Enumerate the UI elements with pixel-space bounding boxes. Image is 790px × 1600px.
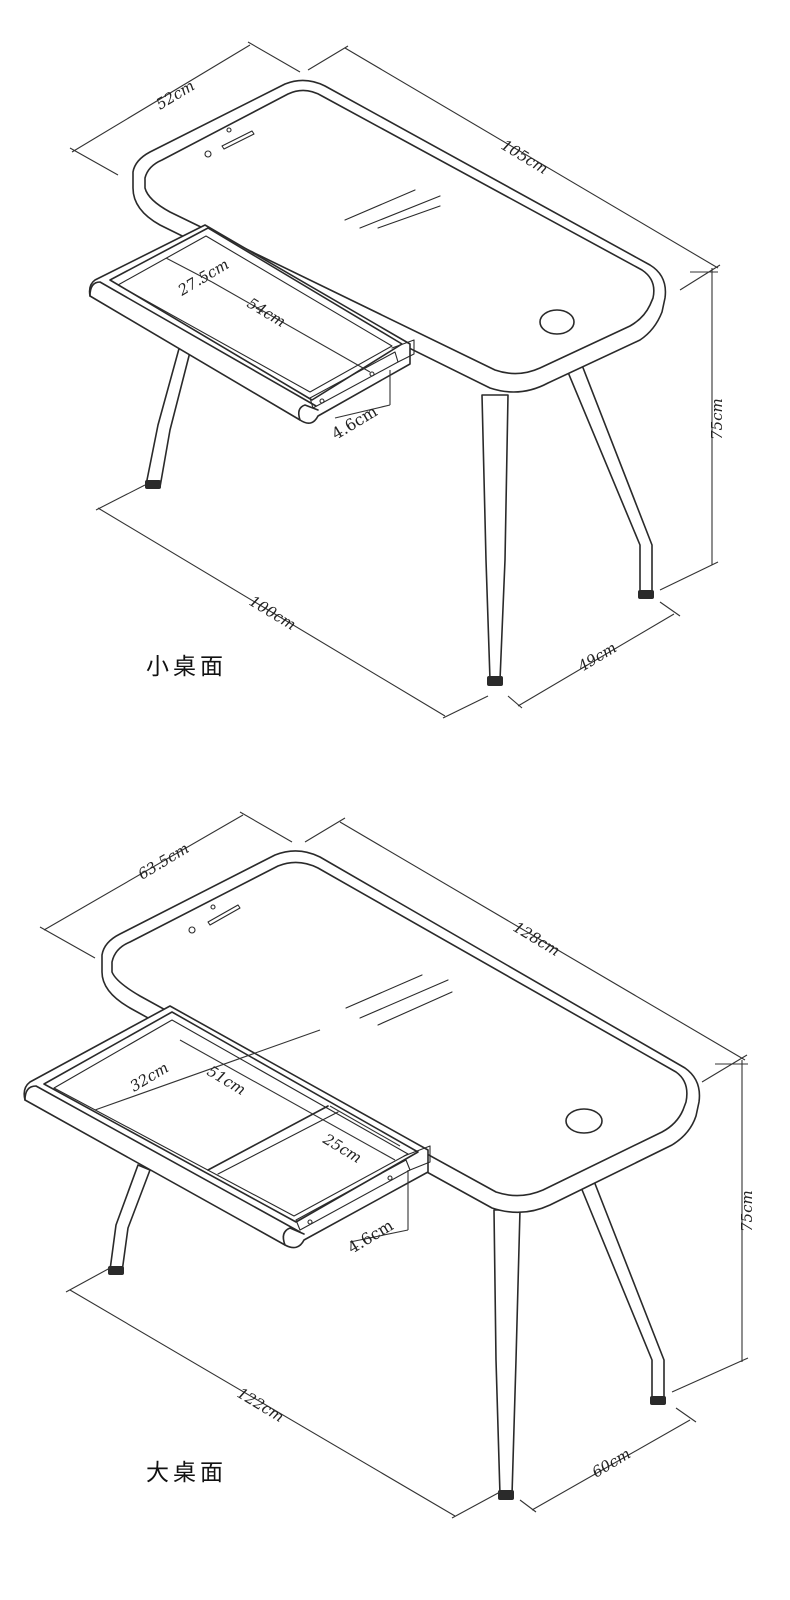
small-depth-label: 52cm — [153, 77, 198, 114]
large-length-label: 128cm — [510, 918, 563, 960]
small-desk-drawer — [88, 224, 415, 424]
large-desk-drawer — [23, 1005, 431, 1249]
small-base-depth-label: 49cm — [574, 639, 620, 676]
small-desk-legs — [145, 344, 654, 686]
large-desk-dimensions — [39, 811, 749, 1519]
large-base-length-label: 122cm — [234, 1384, 287, 1426]
small-desk-dimensions — [69, 41, 721, 719]
large-depth-label: 63.5cm — [135, 839, 192, 883]
small-base-length-label: 100cm — [246, 592, 299, 634]
large-desk-legs — [108, 1164, 666, 1500]
small-desk-top — [132, 79, 667, 393]
small-desk-drawing: 52cm 105cm 75cm 100cm 49cm 27.5cm 54cm 4… — [69, 41, 726, 719]
small-drawer-height-label: 4.6cm — [328, 402, 380, 444]
small-length-label: 105cm — [498, 136, 551, 178]
large-desk-drawing: 63.5cm 128cm 75cm 122cm 60cm 32cm 51cm 2… — [23, 811, 756, 1519]
large-desk-top — [101, 850, 701, 1214]
small-height-label: 75cm — [708, 398, 726, 440]
large-base-depth-label: 60cm — [589, 1445, 634, 1482]
small-desk-caption: 小桌面 — [146, 654, 227, 680]
large-drawer-height-label: 4.6cm — [344, 1216, 396, 1258]
large-height-label: 75cm — [738, 1190, 756, 1232]
large-desk-caption: 大桌面 — [146, 1460, 227, 1486]
